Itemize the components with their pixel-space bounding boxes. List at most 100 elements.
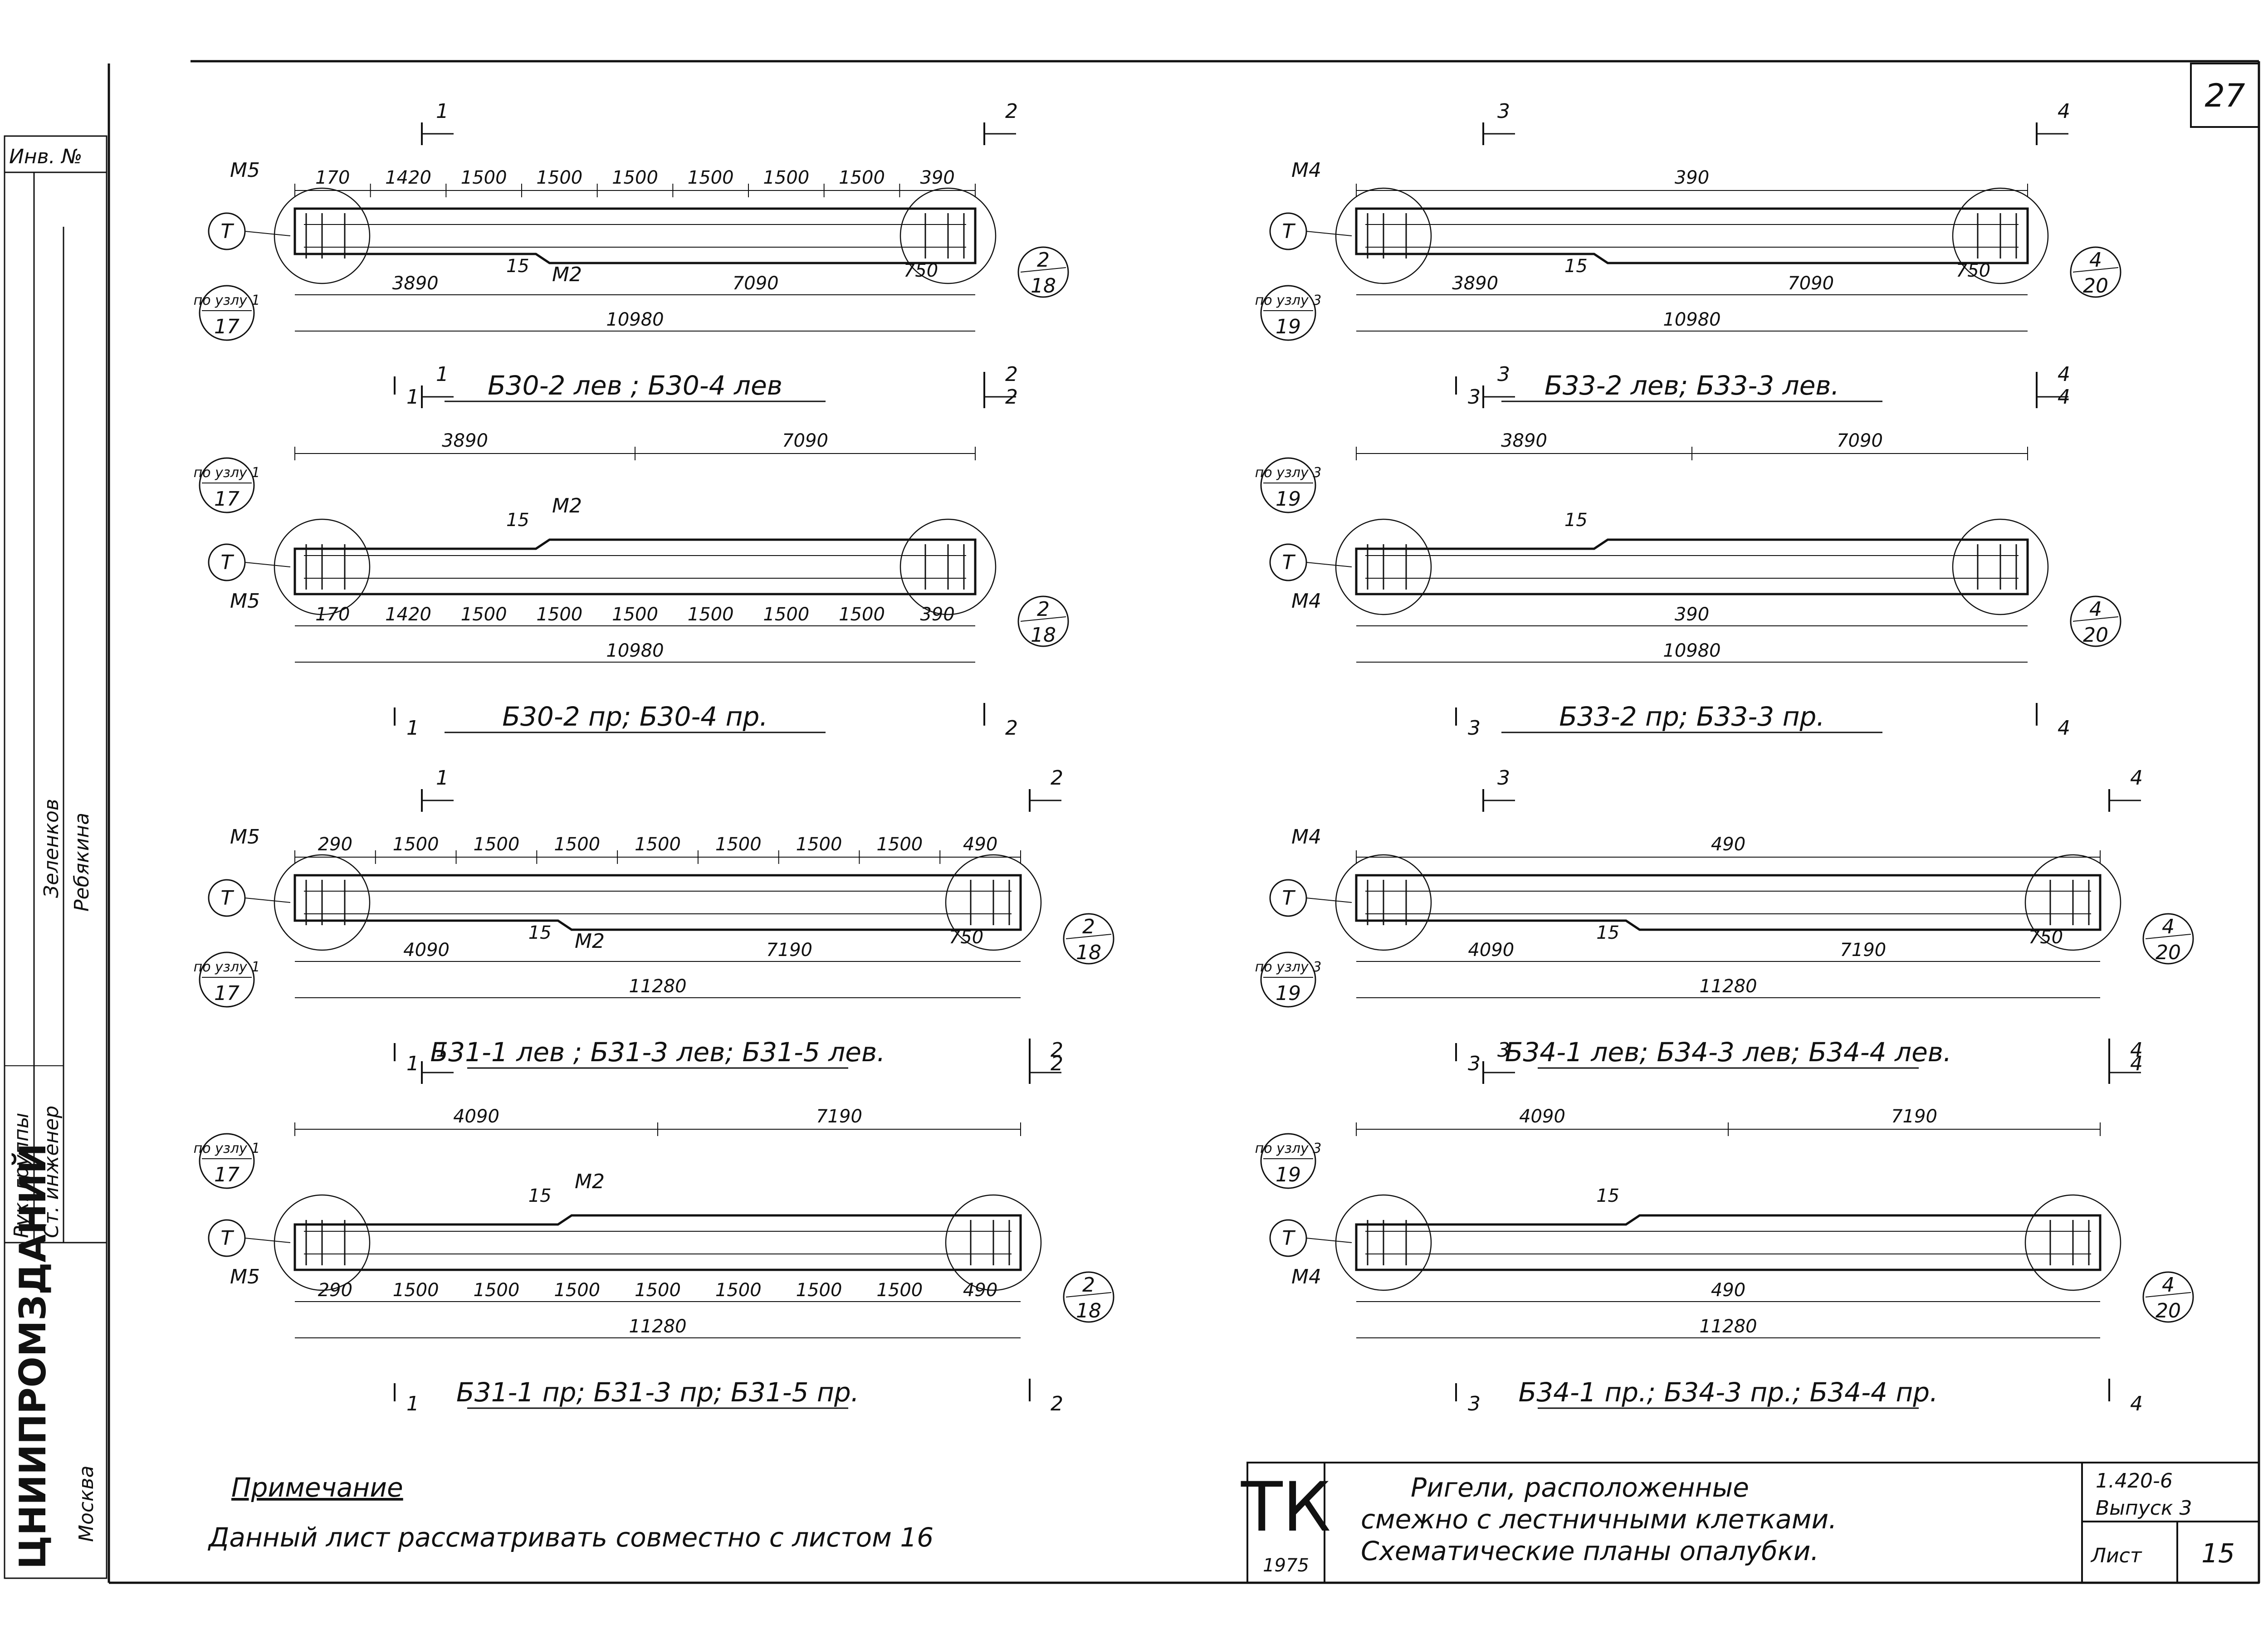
panel-title: Б31-1 пр; Б31-3 пр; Б31-5 пр. — [456, 1377, 859, 1408]
node-t-label: Т — [221, 1227, 235, 1250]
beam-outline — [1355, 1214, 2102, 1271]
role-head-label: Рук. группы — [10, 1113, 33, 1238]
node-t-leader — [1306, 231, 1352, 236]
title-code: ТК — [1241, 1468, 1331, 1547]
panel-title: Б31-1 лев ; Б31-3 лев; Б31-5 лев. — [430, 1037, 885, 1068]
name-1-label: Зеленков — [40, 799, 63, 898]
node-ref-right-top: 4 — [2089, 249, 2102, 272]
dim-end: 750 — [2028, 927, 2063, 948]
panel-title: Б33-2 лев; Б33-3 лев. — [1545, 370, 1839, 401]
node-ref-left-circle — [1260, 285, 1316, 341]
dim-bottom-value: 1500 — [393, 1280, 439, 1301]
node-ref-right-bottom: 20 — [2156, 941, 2181, 964]
title-series: 1.420-6 — [2096, 1469, 2173, 1493]
title-issue: Выпуск 3 — [2096, 1497, 2192, 1520]
section-left-label-bottom: 1 — [406, 1052, 419, 1075]
dim-top-value: 1500 — [461, 167, 507, 188]
dim-top-value: 1500 — [635, 834, 681, 855]
dim-bottom-value: 1500 — [876, 1280, 923, 1301]
dim-top-value: 1500 — [715, 834, 762, 855]
dim-top-value: 170 — [315, 167, 350, 188]
section-left-label-bottom: 3 — [1468, 385, 1481, 409]
note-heading: Примечание — [231, 1472, 403, 1503]
dim-bottom-value: 390 — [1675, 604, 1709, 625]
dim-top-value: 390 — [1675, 167, 1709, 188]
detail-circle-right — [899, 187, 997, 284]
detail-circle-left — [274, 1194, 371, 1291]
node-ref-right-circle — [2070, 246, 2121, 298]
section-right-label-bottom: 2 — [1051, 1052, 1063, 1075]
panel-title: Б34-1 лев; Б34-3 лев; Б34-4 лев. — [1505, 1037, 1952, 1068]
dim-bottom-value: 1500 — [839, 604, 885, 625]
dim-bottom-value: 290 — [318, 1280, 352, 1301]
dim-step: 15 — [1596, 922, 1619, 943]
node-ref-right-bottom: 18 — [1031, 274, 1056, 298]
node-t-label: Т — [1282, 887, 1296, 910]
dim-top-value: 7090 — [1837, 430, 1883, 451]
node-ref-right-bottom: 20 — [2083, 624, 2108, 647]
dim-top-value: 1500 — [612, 167, 658, 188]
mark-label: М2 — [575, 1170, 605, 1193]
dim-top-value: 1500 — [839, 167, 885, 188]
node-ref-right-circle — [2142, 913, 2194, 965]
section-left-label: 1 — [436, 363, 449, 386]
node-ref-left-number: 19 — [1276, 488, 1301, 511]
section-right-label-bottom: 2 — [1051, 1392, 1063, 1415]
beam-outline — [1355, 874, 2102, 931]
node-ref-left-circle — [199, 457, 255, 513]
node-ref-right-divider — [1066, 1292, 1112, 1297]
mark-label: М5 — [230, 1265, 260, 1288]
panel-title: Б34-1 пр.; Б34-3 пр.; Б34-4 пр. — [1518, 1377, 1938, 1408]
sheet-number: 27 — [2204, 77, 2245, 114]
name-2-label: Ребякина — [70, 813, 93, 912]
dim-total: 10980 — [1663, 309, 1721, 330]
section-right-label-bottom: 4 — [2058, 717, 2070, 740]
section-left-label: 1 — [436, 766, 449, 790]
node-ref-left-circle — [199, 1133, 255, 1189]
detail-circle-left — [1335, 854, 1432, 951]
node-ref-left-label: по узлу 3 — [1255, 959, 1322, 975]
node-ref-left-number: 17 — [214, 315, 240, 338]
node-ref-right-circle — [1017, 246, 1069, 298]
node-ref-right-divider — [1020, 267, 1066, 273]
node-ref-right-top: 4 — [2089, 598, 2102, 621]
node-ref-right-circle — [2070, 595, 2121, 647]
node-ref-left-circle — [199, 951, 255, 1008]
dim-top-value: 490 — [1711, 834, 1745, 855]
dim-total: 10980 — [606, 640, 664, 661]
dim-part-right: 7090 — [1788, 273, 1834, 294]
dim-step: 15 — [528, 922, 552, 943]
node-ref-right-divider — [2072, 616, 2119, 622]
dim-bottom-value: 1420 — [385, 604, 431, 625]
section-right-label: 2 — [1051, 1039, 1063, 1062]
dim-bottom-value: 1500 — [796, 1280, 842, 1301]
dim-total: 11280 — [629, 976, 686, 997]
section-left-label: 3 — [1497, 100, 1510, 123]
dim-total: 11280 — [1699, 976, 1757, 997]
detail-circle-left — [1335, 1194, 1432, 1291]
dim-end: 750 — [1956, 260, 1990, 281]
detail-circle-right — [2024, 854, 2121, 951]
section-right-label: 2 — [1005, 100, 1018, 123]
dim-part-right: 7190 — [766, 940, 812, 961]
node-t-label: Т — [1282, 1227, 1296, 1250]
title-line-3: Схематические планы опалубки. — [1361, 1536, 1819, 1566]
section-left-label: 1 — [436, 1039, 449, 1062]
dim-top-value: 1500 — [876, 834, 923, 855]
node-ref-right-bottom: 20 — [2156, 1299, 2181, 1322]
dim-step: 15 — [1564, 256, 1588, 277]
detail-circle-left — [274, 518, 371, 615]
dim-total: 11280 — [629, 1316, 686, 1337]
inv-no-label: Инв. № — [9, 145, 82, 168]
dim-end: 750 — [904, 260, 938, 281]
node-ref-left-label: по узлу 1 — [194, 1141, 260, 1156]
dim-bottom-value: 1500 — [688, 604, 734, 625]
detail-circle-left — [1335, 187, 1432, 284]
mark-label: М4 — [1291, 1265, 1321, 1288]
